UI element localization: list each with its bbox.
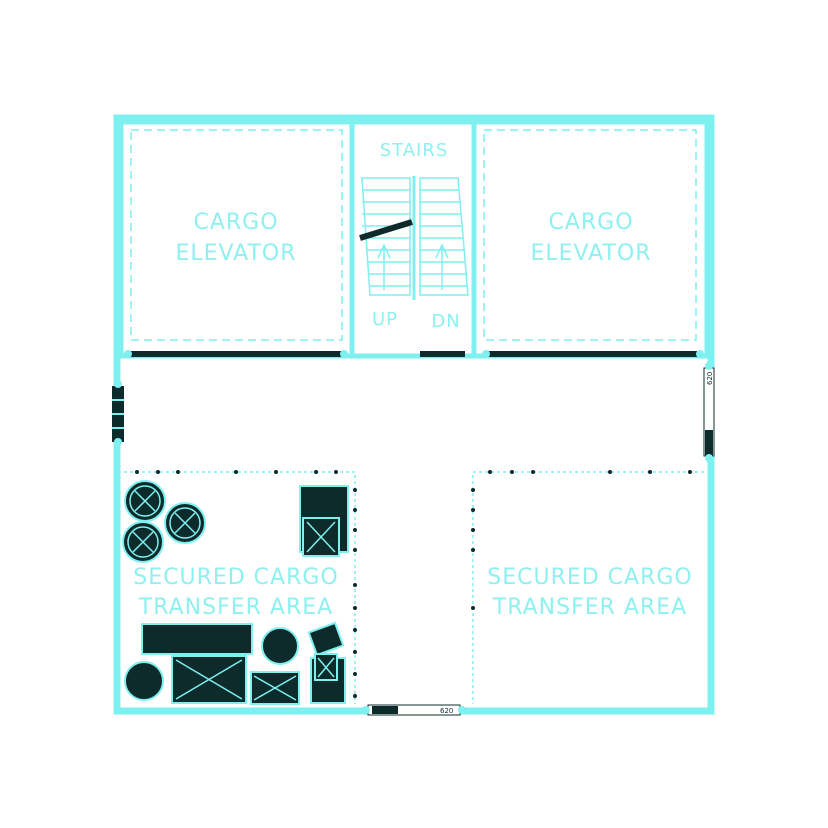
elevator-right-label-1: CARGO (548, 210, 633, 235)
elevator-left-wall (118, 119, 355, 359)
stairs-down-label: DN (431, 311, 460, 332)
elevator-left-shaft (130, 129, 343, 341)
elevator-right-label-2: ELEVATOR (530, 241, 651, 266)
transfer-right-label-1: SECURED CARGO (487, 565, 693, 590)
transfer-left-boundary (124, 470, 357, 704)
stairs-label: STAIRS (380, 140, 449, 161)
staircase (361, 176, 469, 300)
stair-break-line (359, 219, 413, 241)
stairs-up-label: UP (372, 309, 398, 330)
elevator-right-wall (471, 119, 710, 359)
transfer-right-boundary (471, 470, 704, 704)
elevator-right-shaft (483, 129, 697, 341)
stair-core-wall (349, 119, 477, 359)
transfer-left-label-2: TRANSFER AREA (138, 595, 333, 620)
elevator-left-label-2: ELEVATOR (175, 241, 296, 266)
transfer-left-label-1: SECURED CARGO (133, 565, 339, 590)
elevator-left-label-1: CARGO (193, 210, 278, 235)
transfer-right-label-2: TRANSFER AREA (492, 595, 687, 620)
cargo-crate-stack (299, 485, 349, 557)
east-door-tag: 620 (706, 372, 714, 385)
south-door-tag: 620 (440, 707, 453, 715)
